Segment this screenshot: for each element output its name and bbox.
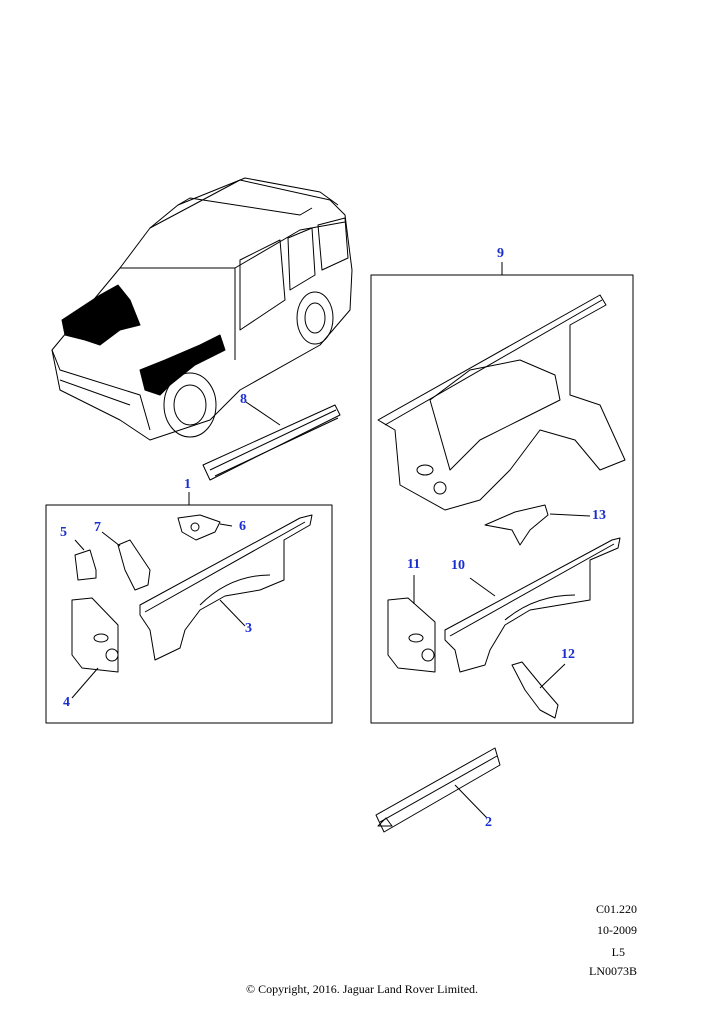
callout-1: 1 [184,477,191,492]
vehicle-illustration [51,177,353,441]
callout-10: 10 [451,558,465,573]
illustration-code: C01.220 [595,902,637,916]
callout-5: 5 [60,525,67,540]
part-9-drawing [377,294,626,511]
callout-9: 9 [497,246,504,261]
group-box-9 [370,274,634,724]
callout-8: 8 [240,392,247,407]
copyright-notice: © Copyright, 2016. Jaguar Land Rover Lim… [245,982,479,996]
part-11-drawing [387,575,436,673]
part-12-drawing [511,661,566,719]
part-13-drawing [484,504,591,546]
callout-3: 3 [245,621,252,636]
part-7-drawing [101,531,151,591]
part-8-drawing [202,401,341,481]
callout-12: 12 [561,647,575,662]
part-6-drawing [177,514,233,541]
callout-2: 2 [485,815,492,830]
callout-11: 11 [407,557,421,572]
part-2-drawing [375,747,501,833]
callout-4: 4 [63,695,70,710]
part-5-drawing [74,539,97,581]
callout-6: 6 [239,519,246,534]
level-label: L5 [611,945,625,959]
revision-date: 10-2009 [597,923,637,937]
part-10-drawing [444,537,621,673]
reference-code: LN0073B [589,964,637,978]
part-4-drawing [71,597,119,699]
group-box-1 [45,504,333,724]
callout-13: 13 [592,508,606,523]
part-3-drawing [139,514,313,661]
callout-7: 7 [94,520,101,535]
